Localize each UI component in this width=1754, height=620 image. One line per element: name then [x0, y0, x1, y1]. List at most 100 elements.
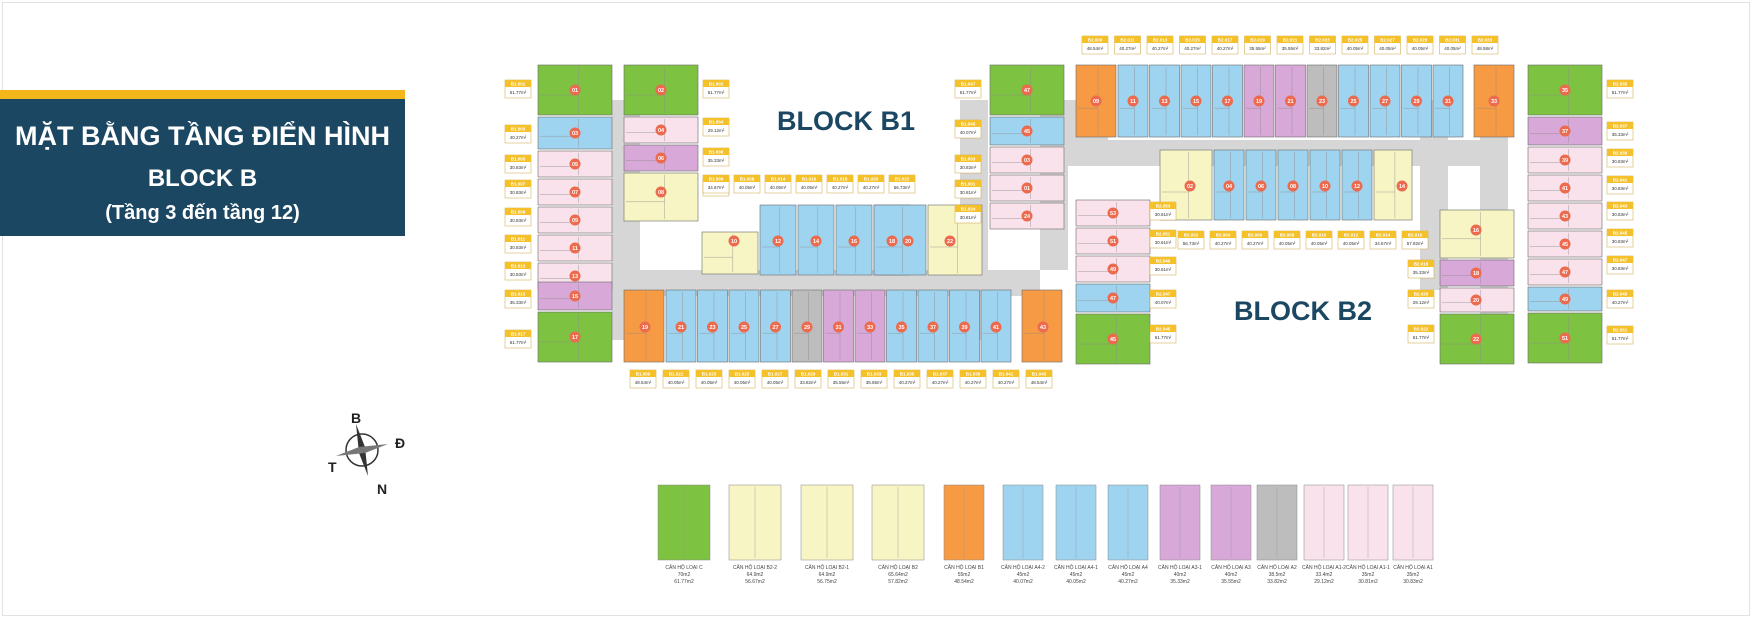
unit-number: 20	[905, 239, 911, 245]
unit-number: 03	[1024, 158, 1030, 164]
area-tag-code: B1.003	[511, 127, 526, 132]
area-tag-code-bg	[955, 120, 981, 127]
area-tag-code-bg	[1274, 231, 1300, 238]
area-tag-code-bg	[505, 290, 531, 297]
area-tag-code: B2.029	[1413, 38, 1428, 43]
unit-number-marker	[1285, 95, 1296, 107]
unit-number: 17	[1224, 99, 1230, 105]
area-tag-code-bg	[1408, 325, 1434, 332]
unit-number: 25	[1350, 99, 1356, 105]
compass-east-label: Đ	[395, 435, 405, 451]
legend-type-name: CĂN HỘ LOẠI A1	[1393, 564, 1433, 571]
area-tag-code: B1.025	[735, 372, 750, 377]
legend-type-name: CĂN HỘ LOẠI A2	[1257, 564, 1297, 571]
area-tag-code: B2.012	[1344, 233, 1359, 238]
legend-net-area: 56.75m2	[817, 579, 837, 585]
area-tag-code: B1.007	[511, 182, 526, 187]
area-tag-value: 40.27m²	[1612, 300, 1629, 305]
unit-number-marker	[1559, 154, 1571, 166]
legend-net-area: 35.55m2	[1221, 579, 1241, 585]
unit-number-marker	[1037, 321, 1049, 333]
area-tag-code-bg	[1150, 290, 1176, 297]
area-tag-code-bg	[1306, 231, 1332, 238]
area-tag-code: B1.009	[511, 210, 526, 215]
area-tag-code-bg	[1408, 290, 1434, 297]
unit-number-marker	[1319, 180, 1331, 192]
unit-number: 21	[678, 325, 684, 331]
area-tag-value: 40.27m²	[510, 135, 527, 140]
area-tag-code: B2.010	[1312, 233, 1327, 238]
area-tag-value: 29.12m²	[1413, 300, 1430, 305]
area-tag-code-bg	[1439, 36, 1466, 43]
area-tag-code: B1.006	[709, 150, 724, 155]
unit-number-marker	[728, 235, 740, 247]
area-tag-code: B2.043	[1613, 204, 1628, 209]
area-tag-code-bg	[1407, 36, 1433, 43]
unit-number: 01	[1024, 186, 1030, 192]
area-tag-code-bg	[955, 180, 981, 187]
area-tag-value: 40.05m²	[701, 380, 718, 385]
unit-number-marker	[1255, 180, 1267, 192]
unit-number: 13	[1161, 99, 1167, 105]
legend-net-area: 57.82m2	[888, 579, 908, 585]
unit-number: 37	[930, 325, 936, 331]
unit-number: 53	[1110, 211, 1116, 217]
area-tag-code-bg	[703, 148, 729, 155]
area-tag-value: 40.05m²	[734, 380, 751, 385]
area-tag-value: 61.77m²	[1612, 336, 1629, 341]
unit-number: 17	[572, 335, 578, 341]
compass-needle	[359, 447, 368, 476]
area-tag-value: 29.12m²	[708, 128, 725, 133]
unit-number-marker	[1559, 182, 1571, 194]
area-tag-code-bg	[663, 370, 689, 377]
unit-number: 47	[1562, 270, 1568, 276]
unit-number-marker	[1488, 95, 1500, 107]
area-tag-code-bg	[828, 370, 854, 377]
unit-number-marker	[1379, 95, 1391, 107]
area-tag-code: B1.022	[895, 177, 910, 182]
legend-type-name: CĂN HỘ LOẠI A4-2	[1001, 564, 1045, 571]
area-tag-value: 30.83m²	[960, 165, 977, 170]
unit-number: 14	[1399, 184, 1406, 190]
area-tag-value: 61.77m²	[960, 90, 977, 95]
unit-number-marker	[772, 235, 784, 247]
unit-number-marker	[655, 186, 667, 198]
unit-number: 45	[1024, 129, 1030, 135]
block-b2-label: BLOCK B2	[1234, 296, 1373, 326]
compass-needle	[336, 447, 365, 456]
legend-type-name: CĂN HỘ LOẠI B1	[944, 564, 984, 571]
area-tag-code-bg	[505, 125, 531, 132]
unit-number-marker	[801, 321, 813, 333]
legend-type-name: CĂN HỘ LOẠI A3	[1211, 564, 1251, 571]
area-tag-code: B2.019	[1250, 38, 1265, 43]
unit-number: 13	[572, 274, 578, 280]
area-tag-code-bg	[955, 155, 981, 162]
legend-net-area: 30.83m2	[1403, 579, 1423, 585]
title-panel: MẶT BẰNG TẦNG ĐIỂN HÌNH BLOCK B (Tầng 3 …	[0, 90, 405, 236]
unit-number: 41	[993, 325, 999, 331]
area-tag-code: B2.017	[1218, 38, 1233, 43]
unit-number-marker	[569, 331, 581, 343]
area-tag-code: B2.009	[1088, 38, 1103, 43]
unit-number-marker	[569, 186, 581, 198]
area-tag-code: B1.020	[864, 177, 879, 182]
unit-number: 15	[572, 294, 578, 300]
area-tag-code-bg	[955, 205, 981, 212]
unit-number-marker	[848, 235, 860, 247]
unit-number: 45	[1562, 242, 1568, 248]
area-tag-code-bg	[1114, 36, 1141, 43]
legend-type-name: CĂN HỘ LOẠI B2	[878, 564, 918, 571]
unit-number: 29	[804, 325, 810, 331]
unit-number: 10	[731, 239, 737, 245]
unit-number: 05	[572, 162, 578, 168]
area-tag-code: B2.039	[1613, 151, 1628, 156]
area-tag-value: 30.83m²	[510, 245, 527, 250]
area-tag-code: B2.033	[1478, 38, 1493, 43]
area-tag-value: 33.82m²	[800, 380, 817, 385]
area-tag-value: 35.55m²	[866, 380, 883, 385]
area-tag-code-bg	[1374, 36, 1401, 43]
area-tag-code: B2.018	[1414, 262, 1429, 267]
area-tag-value: 48.54m²	[635, 380, 652, 385]
unit-number: 06	[1258, 184, 1264, 190]
legend-gross-area: 33.4m2	[1316, 572, 1333, 578]
